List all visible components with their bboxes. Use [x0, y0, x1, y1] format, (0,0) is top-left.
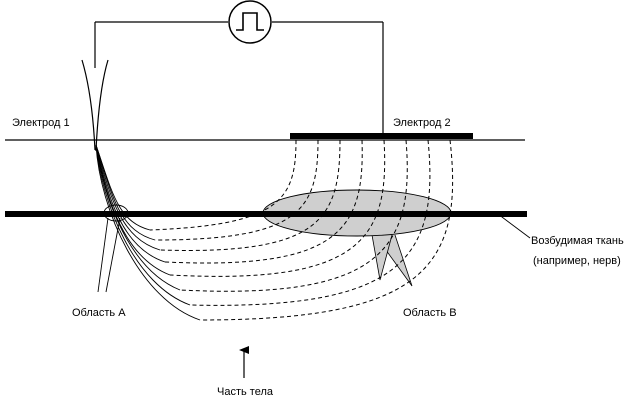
electrode-2-plate [290, 133, 473, 139]
body-part-label: Часть тела [217, 386, 274, 398]
current-paths [149, 139, 454, 321]
electrode-1-label: Электрод 1 [12, 117, 70, 129]
region-b-label: Область В [403, 307, 457, 319]
electrode-2-label: Электрод 2 [393, 117, 451, 129]
circuit-wire [94, 21, 384, 135]
current-converge [95, 144, 201, 321]
electrode-1-needle [81, 59, 109, 151]
excitable-tissue-line [5, 211, 527, 217]
region-a-label: Область А [72, 307, 126, 319]
tissue-leader-line [497, 213, 531, 239]
excitable-tissue-example-label: (например, нерв) [533, 255, 621, 267]
excitable-tissue-label: Возбудимая ткань [531, 235, 624, 247]
region-a-pointer [97, 217, 121, 293]
region-b-shape [262, 189, 452, 287]
pulse-generator-icon [228, 0, 272, 44]
region-a-shape [103, 204, 129, 222]
